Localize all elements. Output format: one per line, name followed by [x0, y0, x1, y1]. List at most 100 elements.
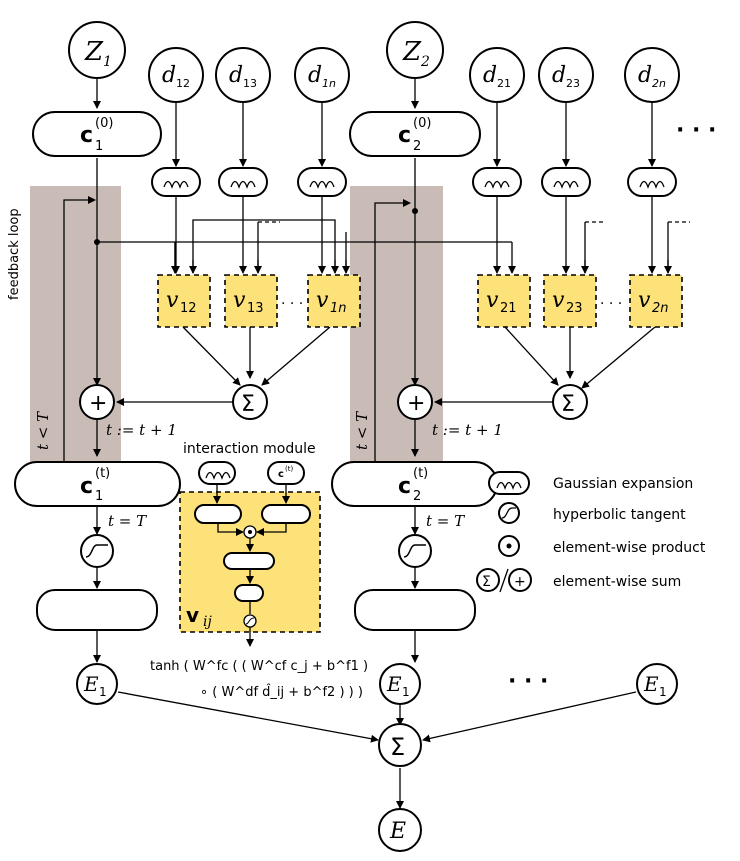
gaussian-expansion-icon	[541, 167, 591, 197]
t-lt-T-label-1: t < T	[34, 411, 52, 450]
node-z2: Z 2	[386, 21, 444, 79]
node-v1n: v 1n	[307, 274, 361, 328]
svg-text:+: +	[514, 574, 526, 590]
svg-text:Z: Z	[84, 37, 104, 67]
svg-text:E: E	[386, 672, 402, 696]
svg-text:v: v	[233, 288, 246, 313]
legend-product: element-wise product	[553, 540, 706, 556]
svg-text:2n: 2n	[652, 301, 669, 316]
plus-node-2: +	[397, 384, 433, 420]
svg-text:d: d	[229, 63, 243, 88]
svg-text:1: 1	[99, 685, 107, 699]
interaction-module-title: interaction module	[183, 441, 316, 457]
wires-group-1	[63, 78, 516, 743]
node-e1-b: E 1	[379, 663, 421, 705]
svg-text:Σ: Σ	[241, 392, 255, 417]
svg-text:E: E	[83, 672, 99, 696]
svg-text:(t): (t)	[413, 466, 428, 481]
ellipsis-v2: · · ·	[600, 296, 622, 312]
tanh-icon	[398, 534, 432, 568]
svg-text:v: v	[552, 288, 565, 313]
gaussian-expansion-icon	[297, 167, 347, 197]
svg-text:v: v	[638, 288, 651, 313]
legend-sum: element-wise sum	[553, 574, 681, 590]
svg-text:v: v	[186, 603, 199, 627]
node-v2n: v 2n	[629, 274, 683, 328]
svg-text:13: 13	[243, 77, 257, 90]
svg-text:d: d	[552, 63, 566, 88]
node-e-final: E	[378, 808, 422, 852]
sum-node-2: Σ	[552, 384, 588, 420]
node-d23: d 23	[538, 47, 594, 103]
svg-text:(0): (0)	[95, 116, 113, 131]
node-d2n: d 2n	[624, 47, 680, 103]
svg-text:1: 1	[95, 139, 103, 154]
gaussian-expansion-icon	[627, 167, 677, 197]
tanh-icon	[498, 502, 520, 524]
t-update-label-2: t := t + 1	[432, 421, 503, 439]
svg-text:(t): (t)	[285, 465, 293, 473]
svg-text:1: 1	[402, 685, 410, 699]
node-c2-t: c (t) 2	[331, 461, 498, 507]
svg-text:+: +	[89, 391, 107, 416]
node-c2-0: c (0) 2	[349, 111, 481, 157]
node-v23: v 23	[543, 274, 597, 328]
svg-text:21: 21	[500, 301, 517, 316]
svg-text:E: E	[389, 819, 406, 844]
svg-text:1: 1	[659, 685, 667, 699]
t-update-label-1: t := t + 1	[106, 421, 177, 439]
svg-text:d: d	[638, 63, 652, 88]
gaussian-expansion-icon	[472, 167, 522, 197]
t-lt-T-label-2: t < T	[353, 411, 371, 450]
svg-text:2n: 2n	[652, 77, 666, 90]
svg-text:21: 21	[497, 77, 511, 90]
node-d1n: d 1n	[294, 47, 350, 103]
dense-layer-1	[36, 589, 158, 631]
node-e1-c: E 1	[636, 663, 678, 705]
plus-icon	[508, 568, 532, 592]
sum-node-1: Σ	[232, 384, 268, 420]
gaussian-expansion-icon	[151, 167, 201, 197]
svg-text:c: c	[398, 123, 411, 148]
svg-text:v: v	[166, 288, 179, 313]
svg-text:13: 13	[247, 301, 264, 316]
tanh-icon	[80, 534, 114, 568]
dense-layer-2	[354, 589, 476, 631]
svg-text:12: 12	[180, 301, 197, 316]
svg-text:1n: 1n	[330, 301, 347, 316]
node-v13: v 13	[224, 274, 278, 328]
svg-text:d: d	[483, 63, 497, 88]
ellipsis-bottom: · · ·	[508, 669, 548, 694]
svg-text:(0): (0)	[413, 116, 431, 131]
svg-text:Σ: Σ	[390, 733, 405, 761]
svg-text:23: 23	[566, 77, 580, 90]
svg-text:c: c	[278, 469, 284, 480]
node-d12: d 12	[148, 47, 204, 103]
svg-text:12: 12	[176, 77, 190, 90]
node-v12: v 12	[157, 274, 211, 328]
svg-text:2: 2	[413, 139, 421, 154]
t-eq-T-label-1: t = T	[108, 512, 147, 530]
node-c1-0: c (0) 1	[32, 111, 162, 157]
svg-text:ij: ij	[203, 614, 212, 630]
svg-text:d: d	[162, 63, 176, 88]
sigma-icon	[476, 568, 500, 592]
svg-text:Z: Z	[402, 37, 422, 67]
svg-text:23: 23	[566, 301, 583, 316]
interaction-module: c (t) v ij	[179, 461, 321, 647]
svg-text:1: 1	[103, 54, 112, 70]
svg-text:2: 2	[420, 54, 430, 70]
node-d21: d 21	[469, 47, 525, 103]
t-eq-T-label-2: t = T	[426, 512, 465, 530]
svg-text:v: v	[486, 288, 499, 313]
legend-tanh: hyperbolic tangent	[553, 507, 686, 523]
svg-text:v: v	[316, 288, 329, 313]
wires-group-2	[342, 78, 690, 809]
node-c1-t: c (t) 1	[14, 461, 181, 507]
svg-text:1n: 1n	[322, 77, 336, 90]
formula-line-2: ∘ ( W^df d̂_ij + b^f2 ) ) )	[200, 685, 363, 700]
node-e1-a: E 1	[76, 663, 118, 705]
node-z1: Z 1	[68, 21, 126, 79]
feedback-loop-label: feedback loop	[7, 208, 22, 300]
final-sum-node: Σ	[378, 723, 422, 767]
